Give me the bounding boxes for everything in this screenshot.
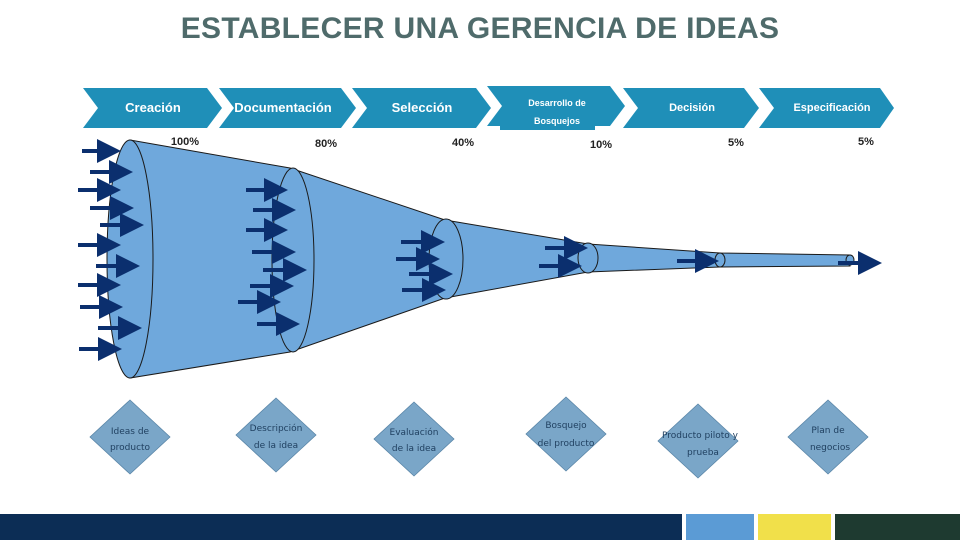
stage-chevron-desarrollo: Desarrollo de Bosquejos [487, 86, 625, 130]
output-text-line2: prueba [687, 448, 719, 458]
stage-label-creacion: Creación [125, 100, 181, 115]
stage-chevron-decision: Decisión [623, 88, 759, 128]
footer-bar-yellow [758, 514, 831, 540]
idea-funnel [106, 139, 855, 379]
output-diamond-piloto: Producto piloto y prueba [657, 403, 739, 479]
stage-label-documentacion: Documentación [234, 100, 332, 115]
stage-label-desarrollo-line2: Bosquejos [534, 116, 580, 126]
footer-bar-blue [686, 514, 754, 540]
output-diamond-ideas: Ideas de producto [89, 399, 171, 475]
output-text-line2: de la idea [254, 441, 298, 451]
pct-documentacion: 80% [315, 138, 337, 150]
footer-bar-green [835, 514, 960, 540]
output-diamond-descripcion: Descripción de la idea [235, 397, 317, 473]
stage-chevron-documentacion: Documentación [219, 88, 356, 128]
stage-chevron-creacion: Creación [83, 88, 222, 128]
output-diamond-bosquejo: Bosquejo del producto [525, 396, 607, 472]
stage-chevron-seleccion: Selección [352, 88, 491, 128]
output-text-line2: de la idea [392, 444, 436, 454]
output-text-line1: Bosquejo [545, 421, 587, 431]
pct-decision: 5% [728, 137, 744, 149]
output-text-line1: Plan de [811, 426, 845, 436]
output-diamond-plan: Plan de negocios [787, 399, 869, 475]
stage-label-desarrollo-line1: Desarrollo de [528, 98, 586, 108]
pct-seleccion: 40% [452, 137, 474, 149]
stage-label-seleccion: Selección [392, 100, 453, 115]
stage-label-decision: Decisión [669, 102, 715, 114]
output-text-line1: Evaluación [390, 427, 439, 438]
output-text-line2: negocios [810, 443, 850, 453]
output-text-line1: Ideas de [111, 427, 150, 437]
stage-chevron-especificacion: Especificación [759, 88, 894, 128]
footer-bar-navy [0, 514, 682, 540]
stage-outputs: Ideas de producto Descripción de la idea… [89, 396, 869, 479]
output-text-line1: Descripción [250, 423, 303, 434]
pct-desarrollo: 10% [590, 139, 612, 151]
stage-percentages: 100% 80% 40% 10% 5% 5% [171, 136, 874, 151]
stage-label-especificacion: Especificación [793, 102, 870, 114]
idea-arrows [78, 139, 882, 361]
output-text-line2: producto [110, 443, 151, 453]
output-diamond-evaluacion: Evaluación de la idea [373, 401, 455, 477]
output-text-line1: Producto piloto y [662, 431, 739, 441]
stage-chevrons: Creación Documentación Selección Desarro… [83, 86, 894, 130]
pct-especificacion: 5% [858, 136, 874, 148]
page-title: ESTABLECER UNA GERENCIA DE IDEAS [180, 12, 780, 45]
pct-creacion: 100% [171, 136, 199, 148]
output-text-line2: del producto [538, 439, 595, 449]
